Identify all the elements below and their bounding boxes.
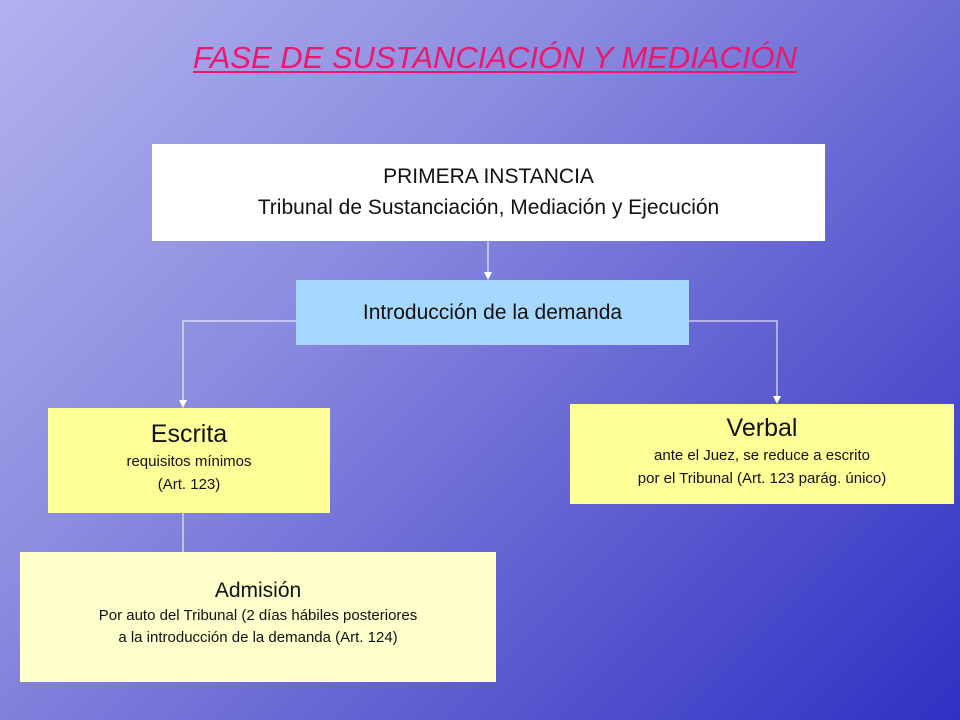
primera-instancia-box: PRIMERA INSTANCIA Tribunal de Sustanciac…	[152, 144, 825, 241]
admision-box: Admisión Por auto del Tribunal (2 días h…	[20, 552, 496, 682]
admision-line-2: a la introducción de la demanda (Art. 12…	[118, 629, 398, 646]
tribunal-label: Tribunal de Sustanciación, Mediación y E…	[257, 196, 720, 219]
admision-line-1: Por auto del Tribunal (2 días hábiles po…	[98, 607, 418, 624]
admision-heading: Admisión	[214, 579, 302, 602]
introduccion-demanda-box: Introducción de la demanda	[296, 280, 689, 345]
escrita-articulo: (Art. 123)	[157, 476, 221, 493]
escrita-box: Escrita requisitos mínimos (Art. 123)	[48, 408, 330, 513]
verbal-line-1: ante el Juez, se reduce a escrito	[654, 447, 870, 464]
primera-instancia-label: PRIMERA INSTANCIA	[383, 165, 594, 188]
escrita-heading: Escrita	[150, 420, 228, 448]
arrow-introduccion-to-escrita	[179, 320, 296, 408]
verbal-heading: Verbal	[726, 414, 798, 442]
diagram-title: FASE DE SUSTANCIACIÓN Y MEDIACIÓN	[192, 40, 798, 75]
verbal-line-2: por el Tribunal (Art. 123 parág. único)	[637, 470, 887, 487]
escrita-requisitos: requisitos mínimos	[126, 453, 252, 470]
verbal-box: Verbal ante el Juez, se reduce a escrito…	[570, 404, 954, 504]
arrow-introduccion-to-verbal	[689, 320, 781, 404]
introduccion-demanda-label: Introducción de la demanda	[362, 301, 623, 324]
